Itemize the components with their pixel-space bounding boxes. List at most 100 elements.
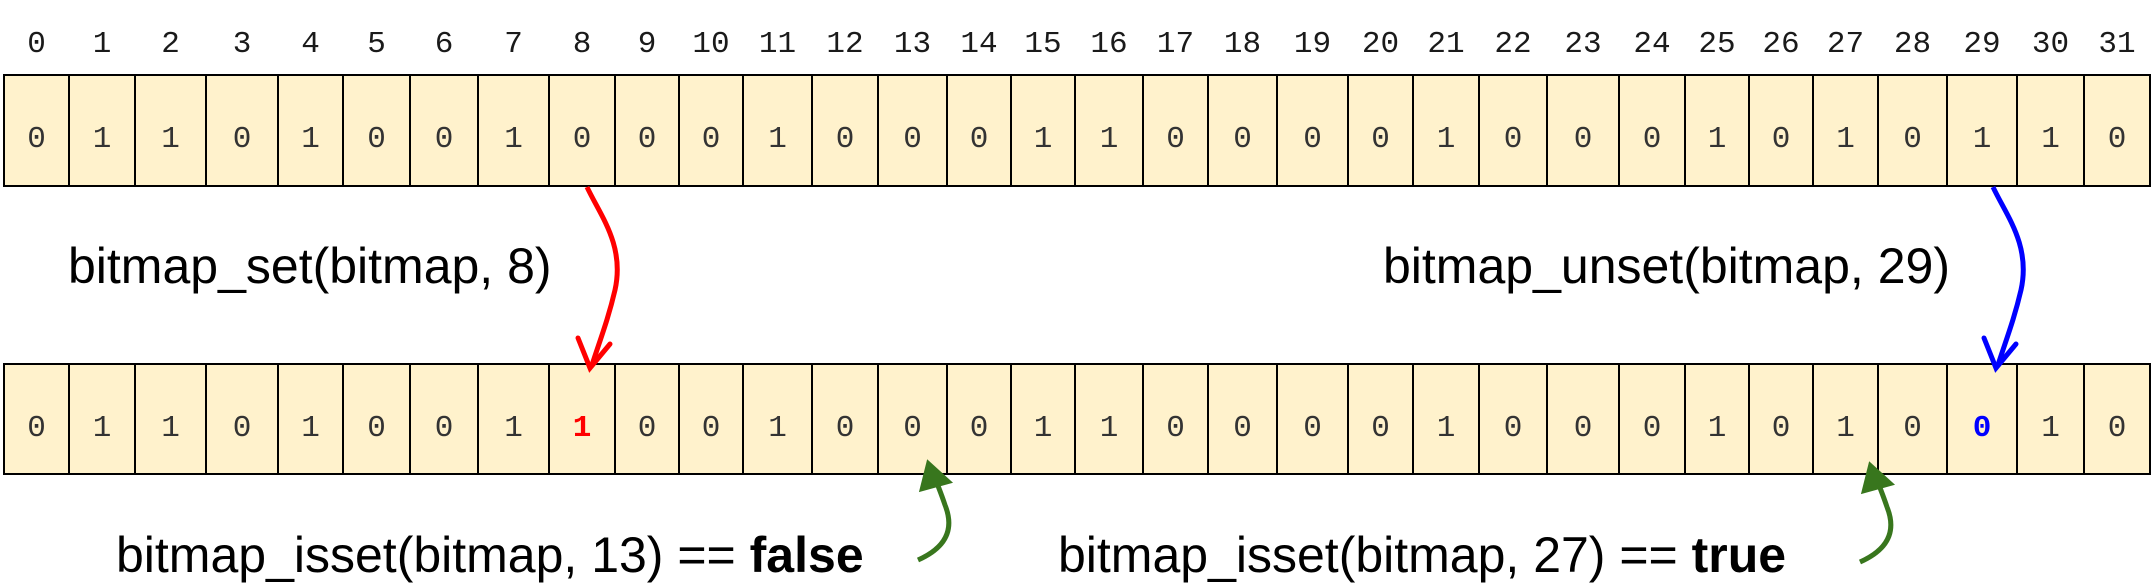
bit-value: 0	[1233, 122, 1252, 157]
isset13-result: false	[750, 527, 864, 583]
bit-value: 0	[836, 411, 855, 446]
bit-value: 0	[1504, 411, 1523, 446]
bit-value: 0	[1371, 122, 1390, 157]
bit-cell	[1347, 363, 1414, 475]
bit-value: 0	[27, 411, 46, 446]
bit-value: 1	[2041, 122, 2060, 157]
bit-cell	[477, 363, 550, 475]
bit-cell	[1546, 363, 1620, 475]
isset27-result: true	[1692, 527, 1786, 583]
bit-cell	[2083, 363, 2151, 475]
bit-cell	[877, 363, 948, 475]
bit-value: 0	[1574, 122, 1593, 157]
isset27-arrow	[1858, 461, 1896, 565]
bit-index-label: 14	[960, 27, 997, 62]
bit-cell	[342, 74, 411, 187]
bit-cell	[1877, 74, 1948, 187]
bit-index-label: 15	[1024, 27, 1061, 62]
bitmap-unset-label: bitmap_unset(bitmap, 29)	[1383, 238, 1950, 294]
bit-index-label: 26	[1762, 27, 1799, 62]
bit-value: 0	[1772, 122, 1791, 157]
bit-value: 1	[301, 122, 320, 157]
bitmap-set-label: bitmap_set(bitmap, 8)	[68, 238, 552, 294]
bit-cell	[1142, 363, 1209, 475]
bit-cell	[614, 363, 680, 475]
bit-value: 1	[161, 411, 180, 446]
bit-index-label: 8	[573, 27, 592, 62]
bit-value: 1	[1100, 411, 1119, 446]
bitmap-isset13-label: bitmap_isset(bitmap, 13) == false	[116, 527, 864, 583]
bit-cell	[277, 363, 344, 475]
bit-value: 0	[1303, 122, 1322, 157]
bit-cell	[946, 363, 1012, 475]
bit-cell	[409, 74, 479, 187]
bit-index-label: 9	[638, 27, 657, 62]
bit-index-label: 12	[826, 27, 863, 62]
bit-cell	[134, 74, 207, 187]
unset-arrow	[1981, 185, 2026, 373]
set-arrow	[575, 185, 620, 373]
bit-cell	[134, 363, 207, 475]
bit-index-label: 30	[2032, 27, 2069, 62]
bit-value: 0	[970, 122, 989, 157]
bit-index-label: 21	[1427, 27, 1464, 62]
bit-value: 0	[1166, 411, 1185, 446]
bit-cell	[1618, 363, 1686, 475]
bit-cell	[1010, 363, 1076, 475]
bit-value: 1	[1034, 122, 1053, 157]
bit-cell	[1478, 74, 1548, 187]
bit-cell	[811, 74, 879, 187]
bit-value: 0	[702, 411, 721, 446]
bit-value: 1	[1836, 411, 1855, 446]
bitmap-isset27-label: bitmap_isset(bitmap, 27) == true	[1058, 527, 1786, 583]
bit-index-label: 2	[161, 27, 180, 62]
bit-value: 0	[435, 122, 454, 157]
bit-cell	[277, 74, 344, 187]
bit-index-label: 10	[692, 27, 729, 62]
bit-cell	[1074, 74, 1144, 187]
bit-index-label: 4	[301, 27, 320, 62]
bit-index-label: 3	[233, 27, 252, 62]
bit-value: 0	[1166, 122, 1185, 157]
bit-value: 0	[1303, 411, 1322, 446]
bit-value: 1	[504, 411, 523, 446]
bit-value: 1	[1437, 411, 1456, 446]
bit-cell	[1618, 74, 1686, 187]
bit-value: 0	[1903, 411, 1922, 446]
bit-cell	[2016, 74, 2085, 187]
bit-value: 0	[1643, 122, 1662, 157]
bit-index-label: 23	[1564, 27, 1601, 62]
bit-cell	[1946, 363, 2018, 475]
bit-cell	[1812, 363, 1879, 475]
bit-value: 0	[233, 122, 252, 157]
bit-value: 0	[1574, 411, 1593, 446]
isset13-call: bitmap_isset(bitmap, 13) ==	[116, 527, 750, 583]
bit-value: 1	[1973, 122, 1992, 157]
bit-value: 1	[1437, 122, 1456, 157]
bit-cell	[205, 363, 279, 475]
bit-value: 1	[768, 122, 787, 157]
bit-index-label: 7	[504, 27, 523, 62]
bit-cell	[548, 74, 616, 187]
bit-index-label: 0	[27, 27, 46, 62]
bit-index-label: 24	[1633, 27, 1670, 62]
bit-index-label: 18	[1224, 27, 1261, 62]
bit-index-label: 27	[1827, 27, 1864, 62]
bit-cell	[1748, 74, 1814, 187]
bit-value: 0	[573, 122, 592, 157]
bit-value: 0	[2108, 122, 2127, 157]
bit-index-label: 16	[1090, 27, 1127, 62]
bit-value: 1	[1708, 122, 1727, 157]
bit-cell	[614, 74, 680, 187]
bit-index-label: 28	[1894, 27, 1931, 62]
bit-cell	[1812, 74, 1879, 187]
isset13-arrow	[916, 459, 954, 563]
bit-value: 1	[504, 122, 523, 157]
bit-value: 0	[1643, 411, 1662, 446]
bit-value: 1	[93, 411, 112, 446]
bit-index-label: 25	[1698, 27, 1735, 62]
isset27-call: bitmap_isset(bitmap, 27) ==	[1058, 527, 1692, 583]
